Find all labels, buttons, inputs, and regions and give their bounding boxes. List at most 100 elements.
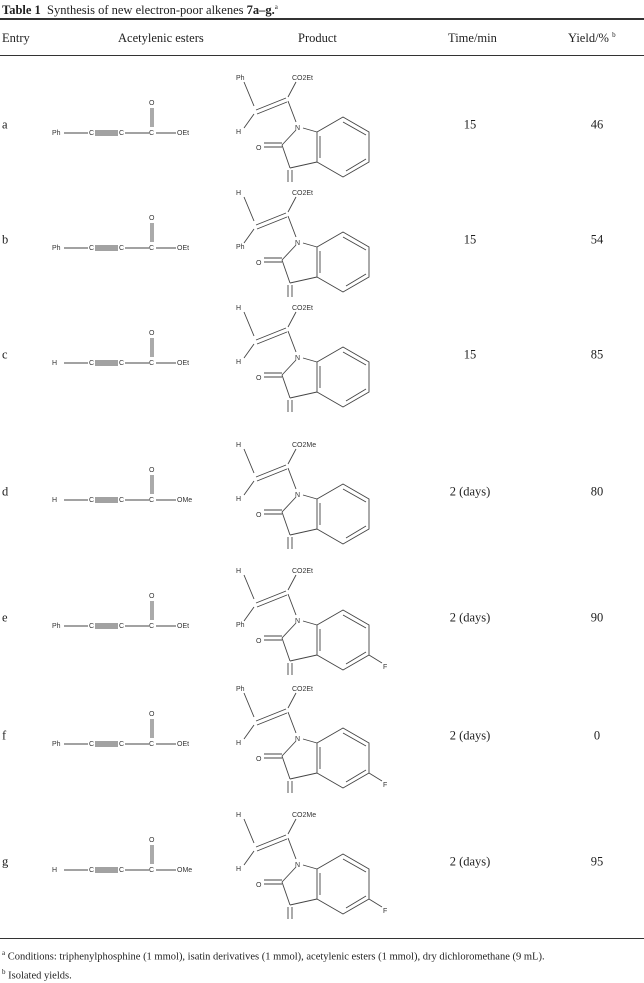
- atom-label: C: [149, 741, 154, 748]
- atom-label: N: [295, 492, 300, 499]
- atom-label: C: [149, 130, 154, 137]
- footnote-text: Isolated yields.: [8, 970, 72, 981]
- yield-value: 85: [591, 348, 604, 363]
- entry-label: e: [2, 611, 8, 626]
- atom-label: H: [236, 129, 241, 136]
- atom-label: C: [149, 360, 154, 367]
- atom-label: H: [236, 190, 241, 197]
- atom-label: O: [256, 882, 262, 889]
- atom-label: C: [149, 867, 154, 874]
- atom-label: C: [89, 867, 94, 874]
- time-value: 15: [464, 118, 477, 133]
- atom-label: N: [295, 240, 300, 247]
- header-entry: Entry: [2, 31, 30, 46]
- atom-label: H: [236, 305, 241, 312]
- atom-label: N: [295, 862, 300, 869]
- bottom-rule: [0, 938, 644, 939]
- atom-label: Ph: [52, 741, 61, 748]
- atom-label: OEt: [177, 245, 189, 252]
- atom-label: CO2Me: [292, 442, 316, 449]
- atom-label: C: [119, 497, 124, 504]
- atom-label: F: [383, 782, 387, 789]
- atom-label: CO2Et: [292, 305, 313, 312]
- atom-label: OEt: [177, 623, 189, 630]
- atom-label: O: [256, 512, 262, 519]
- atom-label: CO2Me: [292, 812, 316, 819]
- atom-label: C: [89, 741, 94, 748]
- atom-label: F: [383, 908, 387, 915]
- atom-label: N: [295, 618, 300, 625]
- atom-label: C: [119, 867, 124, 874]
- header-yield: Yield/% b: [568, 31, 616, 46]
- atom-label: CO2Et: [292, 568, 313, 575]
- time-value: 15: [464, 233, 477, 248]
- atom-label: C: [149, 623, 154, 630]
- atom-label: OMe: [177, 497, 192, 504]
- yield-value: 0: [594, 729, 600, 744]
- yield-value: 90: [591, 611, 604, 626]
- acetylenic-ester-structure: H C C C O OMe: [52, 829, 202, 889]
- atom-label: H: [52, 497, 57, 504]
- atom-label: O: [256, 260, 262, 267]
- header-rule: [0, 55, 644, 56]
- atom-label: OEt: [177, 130, 189, 137]
- atom-label: C: [89, 497, 94, 504]
- atom-label: C: [89, 130, 94, 137]
- yield-value: 95: [591, 855, 604, 870]
- time-value: 2 (days): [450, 729, 491, 744]
- yield-value: 46: [591, 118, 604, 133]
- atom-label: OEt: [177, 741, 189, 748]
- atom-label: C: [119, 245, 124, 252]
- header-time: Time/min: [448, 31, 497, 46]
- atom-label: Ph: [52, 245, 61, 252]
- atom-label: O: [149, 100, 155, 107]
- atom-label: C: [119, 741, 124, 748]
- atom-label: H: [236, 496, 241, 503]
- atom-label: OMe: [177, 867, 192, 874]
- top-rule: [0, 18, 644, 20]
- atom-label: C: [119, 623, 124, 630]
- atom-label: N: [295, 355, 300, 362]
- table-caption: Table 1 Synthesis of new electron-poor a…: [2, 3, 278, 18]
- atom-label: F: [383, 664, 387, 671]
- atom-label: C: [119, 360, 124, 367]
- atom-label: O: [149, 467, 155, 474]
- atom-label: H: [236, 442, 241, 449]
- atom-label: CO2Et: [292, 190, 313, 197]
- atom-label: Ph: [236, 244, 245, 251]
- atom-label: C: [149, 245, 154, 252]
- time-value: 2 (days): [450, 611, 491, 626]
- time-value: 2 (days): [450, 855, 491, 870]
- header-yield-note: b: [612, 31, 616, 39]
- atom-label: Ph: [52, 623, 61, 630]
- caption-compounds: 7a–g.: [247, 3, 275, 17]
- atom-label: OEt: [177, 360, 189, 367]
- atom-label: C: [89, 623, 94, 630]
- caption-note: a: [275, 3, 278, 11]
- entry-label: c: [2, 348, 8, 363]
- header-product: Product: [298, 31, 337, 46]
- entry-label: g: [2, 855, 8, 870]
- atom-label: O: [149, 330, 155, 337]
- atom-label: O: [149, 837, 155, 844]
- atom-label: O: [149, 215, 155, 222]
- atom-label: Ph: [236, 75, 245, 82]
- atom-label: H: [52, 360, 57, 367]
- atom-label: CO2Et: [292, 75, 313, 82]
- atom-label: N: [295, 736, 300, 743]
- yield-value: 80: [591, 485, 604, 500]
- atom-label: H: [52, 867, 57, 874]
